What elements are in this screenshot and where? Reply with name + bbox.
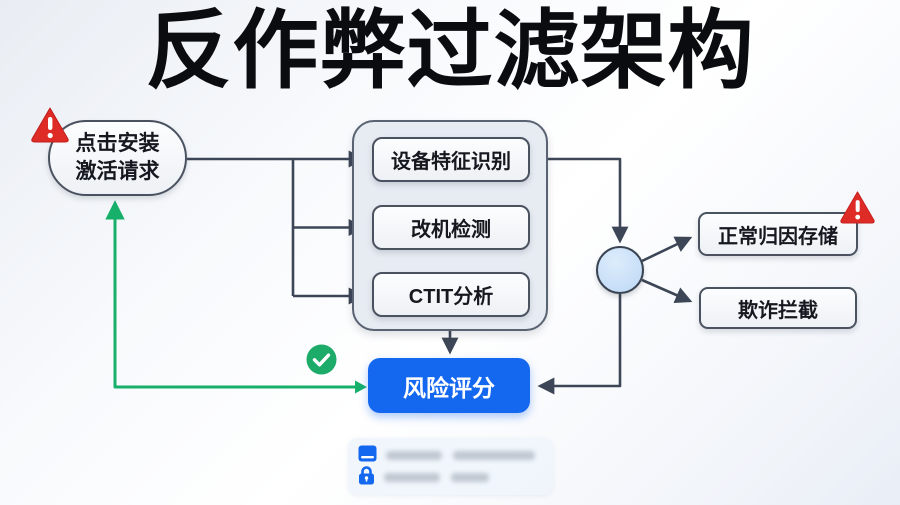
warning-triangle-icon (30, 106, 70, 148)
lock-icon (358, 465, 375, 490)
node-rom-mod-detection: 改机检测 (372, 205, 530, 250)
blurred-text-line (386, 451, 535, 460)
edge-step1-to-decision (533, 157, 629, 244)
footer-row (358, 445, 543, 467)
card-icon (358, 445, 377, 467)
node-label: 点击安装 激活请求 (75, 132, 160, 183)
footer-note-panel (348, 438, 553, 495)
warning-triangle-icon (839, 190, 876, 229)
edge-decision-to-risk (537, 294, 622, 395)
decision-node-circle (596, 246, 644, 294)
node-risk-score: 风险评分 (368, 358, 530, 413)
edge-decision-to-fraud (641, 278, 693, 303)
edge-decision-to-normal (641, 236, 693, 263)
green-arrowhead-into-risk (355, 380, 367, 394)
node-click-install-request: 点击安装 激活请求 (48, 120, 187, 196)
node-device-fingerprint: 设备特征识别 (372, 137, 530, 182)
footer-row (358, 465, 543, 490)
node-ctit-analysis: CTIT分析 (372, 272, 530, 317)
check-circle-icon (306, 344, 337, 380)
node-fraud-interception: 欺诈拦截 (699, 287, 857, 329)
blurred-text-line (384, 473, 489, 482)
page-title: 反作弊过滤架构 (145, 3, 755, 99)
node-normal-attribution-storage: 正常归因存储 (698, 212, 858, 256)
edge-feedback-green (105, 200, 361, 389)
